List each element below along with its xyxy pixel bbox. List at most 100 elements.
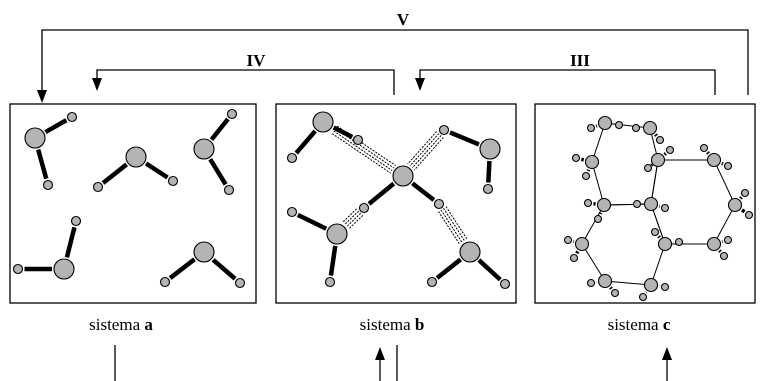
covalent-bond: [650, 163, 654, 167]
hydrogen-atom: [223, 184, 235, 196]
hydrogen-atom: [740, 188, 750, 198]
panel-c-caption-prefix: sistema: [608, 315, 663, 334]
covalent-bond: [740, 208, 746, 214]
oxygen-atom: [642, 120, 658, 136]
oxygen-atom: [312, 111, 334, 133]
panel-b-caption-letter: b: [415, 315, 424, 334]
water-molecule: [92, 146, 179, 193]
panel-a-caption: sistema a: [89, 315, 153, 334]
water-molecule: [586, 115, 624, 133]
covalent-bond: [657, 235, 661, 239]
covalent-bond: [168, 257, 196, 280]
panel-a-caption-prefix: sistema: [89, 315, 144, 334]
water-molecule: [286, 206, 348, 288]
hydrogen-atom: [614, 120, 624, 130]
water-molecule: [631, 120, 665, 145]
panel-a-molecules: [12, 108, 246, 289]
water-molecule: [24, 111, 78, 191]
hydrogen-atom: [563, 235, 573, 245]
hydrogen-atom: [12, 263, 24, 275]
hydrogen-bond-strand: [413, 137, 444, 171]
hydrogen-atom: [650, 227, 660, 237]
hydrogen-bond-strand: [331, 133, 391, 174]
hydrogen-atom: [286, 152, 298, 164]
covalent-bond: [449, 130, 480, 147]
water-molecule: [706, 235, 733, 261]
hydrogen-atom: [665, 145, 675, 155]
oxygen-atom: [125, 146, 147, 168]
hydrogen-atom: [719, 251, 729, 261]
hydrogen-atom: [723, 235, 733, 245]
panel-a-box: [9, 103, 257, 304]
covalent-bond: [580, 157, 585, 162]
water-molecule: [426, 241, 511, 290]
oxygen-atom: [597, 273, 613, 289]
water-molecule: [358, 165, 445, 214]
water-molecule: [286, 111, 364, 164]
transition-IV-arrowhead: [92, 78, 102, 91]
hydrogen-atom: [660, 282, 670, 292]
covalent-bond: [208, 158, 228, 186]
oxygen-atom: [193, 241, 215, 263]
covalent-bond: [332, 125, 354, 140]
hydrogen-bond: [407, 131, 444, 171]
oxygen-atom: [584, 154, 600, 170]
hydrogen-atom: [638, 292, 648, 302]
water-molecule: [438, 124, 501, 195]
hydrogen-atom: [586, 123, 596, 133]
water-molecule: [159, 241, 246, 289]
panel-b-box: [275, 103, 517, 304]
water-molecule: [586, 273, 620, 298]
hydrogen-bond-strand: [407, 131, 438, 165]
water-molecule: [699, 143, 733, 171]
hydrogen-atom: [660, 203, 670, 213]
transition-III-label: III: [570, 51, 590, 70]
covalent-bond: [36, 148, 49, 180]
hydrogen-atom: [723, 161, 733, 171]
transition-V-arrowhead: [37, 90, 47, 103]
covalent-bond: [294, 129, 317, 155]
hydrogen-atom: [42, 179, 54, 191]
hydrogen-atom: [438, 124, 450, 136]
covalent-bond: [101, 162, 128, 185]
oxygen-atom: [574, 236, 590, 252]
hydrogen-atom: [699, 143, 709, 153]
covalent-bond: [144, 161, 169, 180]
hydrogen-bond-strand: [411, 135, 442, 169]
water-molecule: [563, 235, 590, 263]
transition-V-label: V: [397, 10, 410, 29]
oxygen-atom: [706, 152, 722, 168]
oxygen-atom: [643, 277, 659, 293]
hydrogen-atom: [674, 237, 684, 247]
panel-b-incoming-arrow: [375, 347, 385, 381]
panel-b-caption: sistema b: [360, 315, 425, 334]
hydrogen-atom: [586, 278, 596, 288]
panel-c-caption: sistema c: [608, 315, 671, 334]
transition-V-connector: [37, 29, 749, 103]
oxygen-atom: [706, 236, 722, 252]
oxygen-atom: [392, 165, 414, 187]
covalent-bond: [609, 286, 613, 290]
water-molecule: [632, 196, 670, 213]
hydrogen-atom: [358, 202, 370, 214]
oxygen-atom: [479, 138, 501, 160]
oxygen-atom: [597, 115, 613, 131]
covalent-bond: [411, 181, 436, 202]
transition-III-connector: [415, 69, 716, 95]
panel-a-caption-letter: a: [144, 315, 153, 334]
hydrogen-atom: [70, 215, 82, 227]
covalent-bond: [706, 151, 710, 155]
covalent-bond: [64, 226, 77, 258]
hydrogen-atom: [159, 276, 171, 288]
covalent-bond: [209, 117, 230, 142]
hydrogen-atom: [499, 278, 511, 290]
oxygen-atom: [650, 152, 666, 168]
oxygen-atom: [53, 258, 75, 280]
covalent-bond: [296, 212, 328, 231]
oxygen-atom: [727, 197, 743, 213]
hydrogen-atom: [92, 181, 104, 193]
water-molecule: [638, 277, 670, 302]
oxygen-atom: [459, 241, 481, 263]
hydrogen-atom: [226, 108, 238, 120]
hydrogen-atom: [744, 210, 754, 220]
